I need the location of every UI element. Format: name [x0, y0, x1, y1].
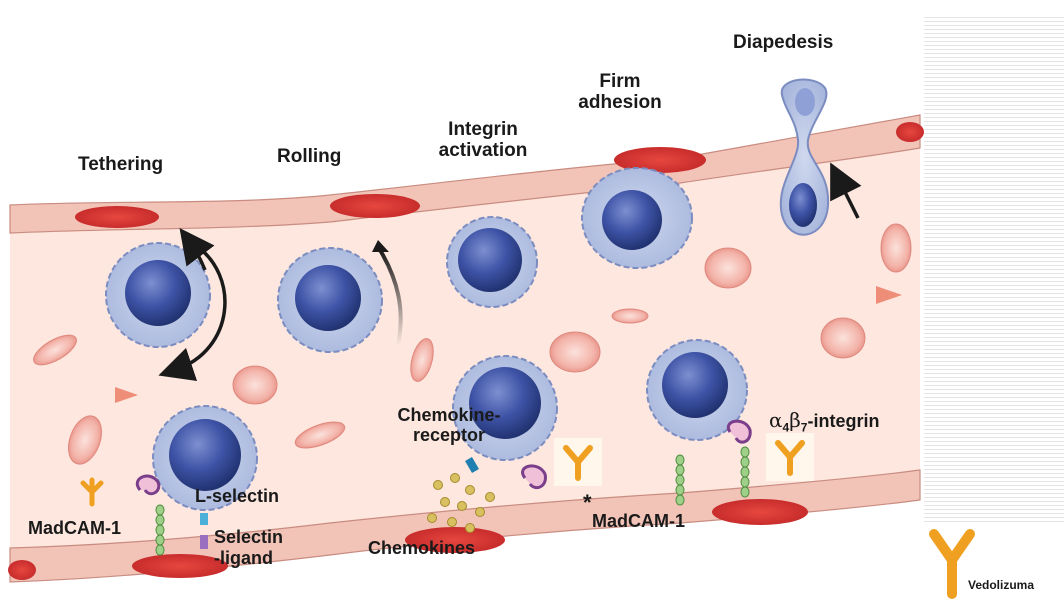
red-blood-cell	[881, 224, 911, 272]
endothelial-nucleus	[75, 206, 159, 228]
red-blood-cell	[821, 318, 865, 358]
leukocyte-tethering	[106, 243, 210, 347]
integrin-alpha: α	[769, 408, 783, 432]
stage-label-integrin-activation: Integrin activation	[439, 119, 528, 161]
madcam-chain-right-2	[741, 447, 749, 497]
legend	[924, 522, 1064, 607]
endothelial-nucleus	[330, 194, 420, 218]
label-madcam-right: MadCAM-1	[592, 511, 685, 532]
selectin-ligand-marker	[200, 535, 208, 549]
label-selectin-ligand: Selectin -ligand	[214, 527, 283, 569]
red-blood-cell	[233, 366, 277, 404]
red-blood-cell	[612, 309, 648, 323]
stage-label-tethering: Tethering	[78, 154, 163, 175]
red-blood-cell	[550, 332, 600, 372]
leukocyte-integrin-activation	[447, 217, 537, 307]
endothelial-nucleus	[896, 122, 924, 142]
vedolizumab-legend-icon	[924, 522, 1064, 607]
stage-label-diapedesis: Diapedesis	[733, 32, 833, 53]
label-madcam-left: MadCAM-1	[28, 518, 121, 539]
label-l-selectin: L-selectin	[195, 486, 279, 507]
stage-label-rolling: Rolling	[277, 146, 341, 167]
vedolizumab-antibody-icon	[766, 433, 814, 481]
leukocyte-firm-adhesion	[582, 168, 692, 268]
label-chemokine-receptor: Chemokine- receptor	[397, 405, 500, 445]
madcam-chain-left	[156, 505, 164, 555]
madcam-chain-right-1	[676, 455, 684, 505]
endothelial-nucleus	[712, 499, 808, 525]
label-chemokines: Chemokines	[368, 538, 475, 559]
l-selectin-marker	[200, 513, 208, 525]
legend-label-vedolizumab: Vedolizuma	[968, 578, 1034, 592]
leukocyte-rolling	[278, 248, 382, 352]
endothelial-nucleus	[8, 560, 36, 580]
vedolizumab-antibody-icon	[554, 438, 602, 486]
stage-label-firm-adhesion: Firm adhesion	[578, 71, 661, 113]
integrin-suffix: -integrin	[807, 411, 879, 431]
integrin-beta: β	[789, 408, 801, 432]
label-a4b7-integrin: α4β7-integrin	[769, 410, 879, 439]
red-blood-cell	[705, 248, 751, 288]
slide-background-stripes	[924, 14, 1064, 524]
label-asterisk: *	[583, 492, 592, 513]
